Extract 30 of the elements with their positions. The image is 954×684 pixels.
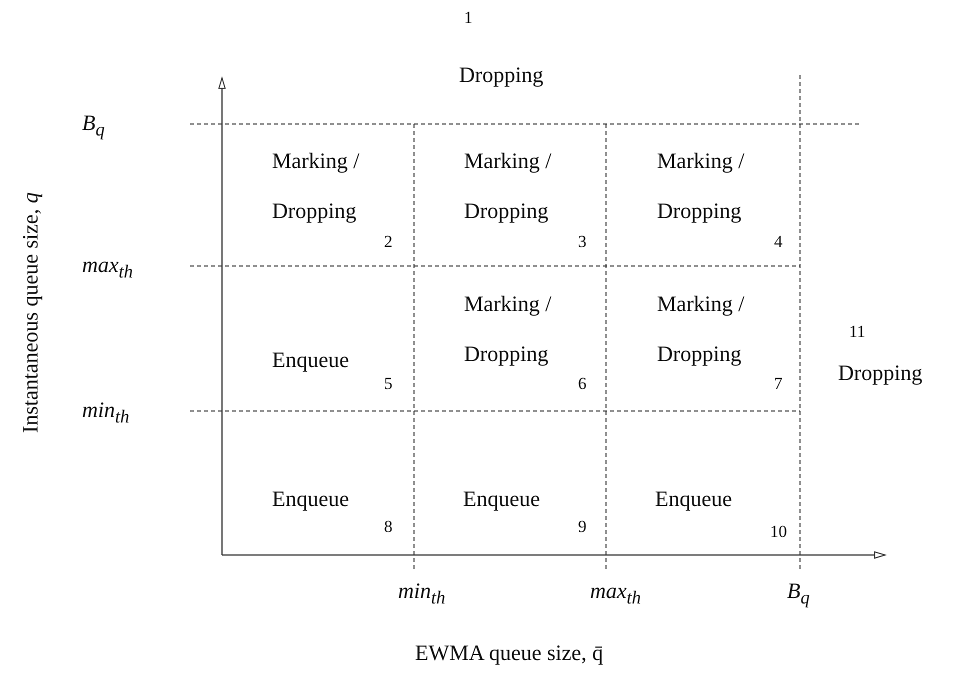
region-number: 10 <box>770 522 787 542</box>
region-number: 1 <box>464 8 472 28</box>
threshold-label: B$_{q}$ <box>787 578 810 608</box>
region-label: Enqueue <box>655 486 732 512</box>
region-label: Marking / Dropping <box>464 290 552 368</box>
threshold-label: max$_{th}$ <box>590 578 641 608</box>
region-number: 3 <box>578 232 586 252</box>
region-label: Enqueue <box>463 486 540 512</box>
region-number: 7 <box>774 374 782 394</box>
region-number: 11 <box>849 322 866 342</box>
region-number: 2 <box>384 232 392 252</box>
region-label: Marking / Dropping <box>657 290 746 368</box>
region-number: 9 <box>578 517 586 537</box>
threshold-label: min$_{th}$ <box>82 397 130 428</box>
threshold-label: B$_{q}$ <box>82 110 105 140</box>
region-number: 5 <box>384 374 392 394</box>
threshold-label: max$_{th}$ <box>82 252 133 282</box>
region-label: Dropping <box>459 62 544 88</box>
region-label: Marking / Dropping <box>464 147 552 225</box>
threshold-label: min$_{th}$ <box>398 578 446 608</box>
region-label: Marking / Dropping <box>272 147 360 225</box>
region-label: Enqueue <box>272 347 349 372</box>
region-number: 4 <box>774 232 782 252</box>
region-number: 8 <box>384 517 392 537</box>
axis-title: EWMA queue size, q̄ <box>415 640 604 666</box>
region-number: 6 <box>578 374 586 394</box>
region-label: Dropping <box>838 360 922 386</box>
region-label: Enqueue <box>272 486 349 512</box>
region-label: Marking / Dropping <box>657 147 746 225</box>
axis-title: Instantaneous queue size, q <box>17 192 42 432</box>
